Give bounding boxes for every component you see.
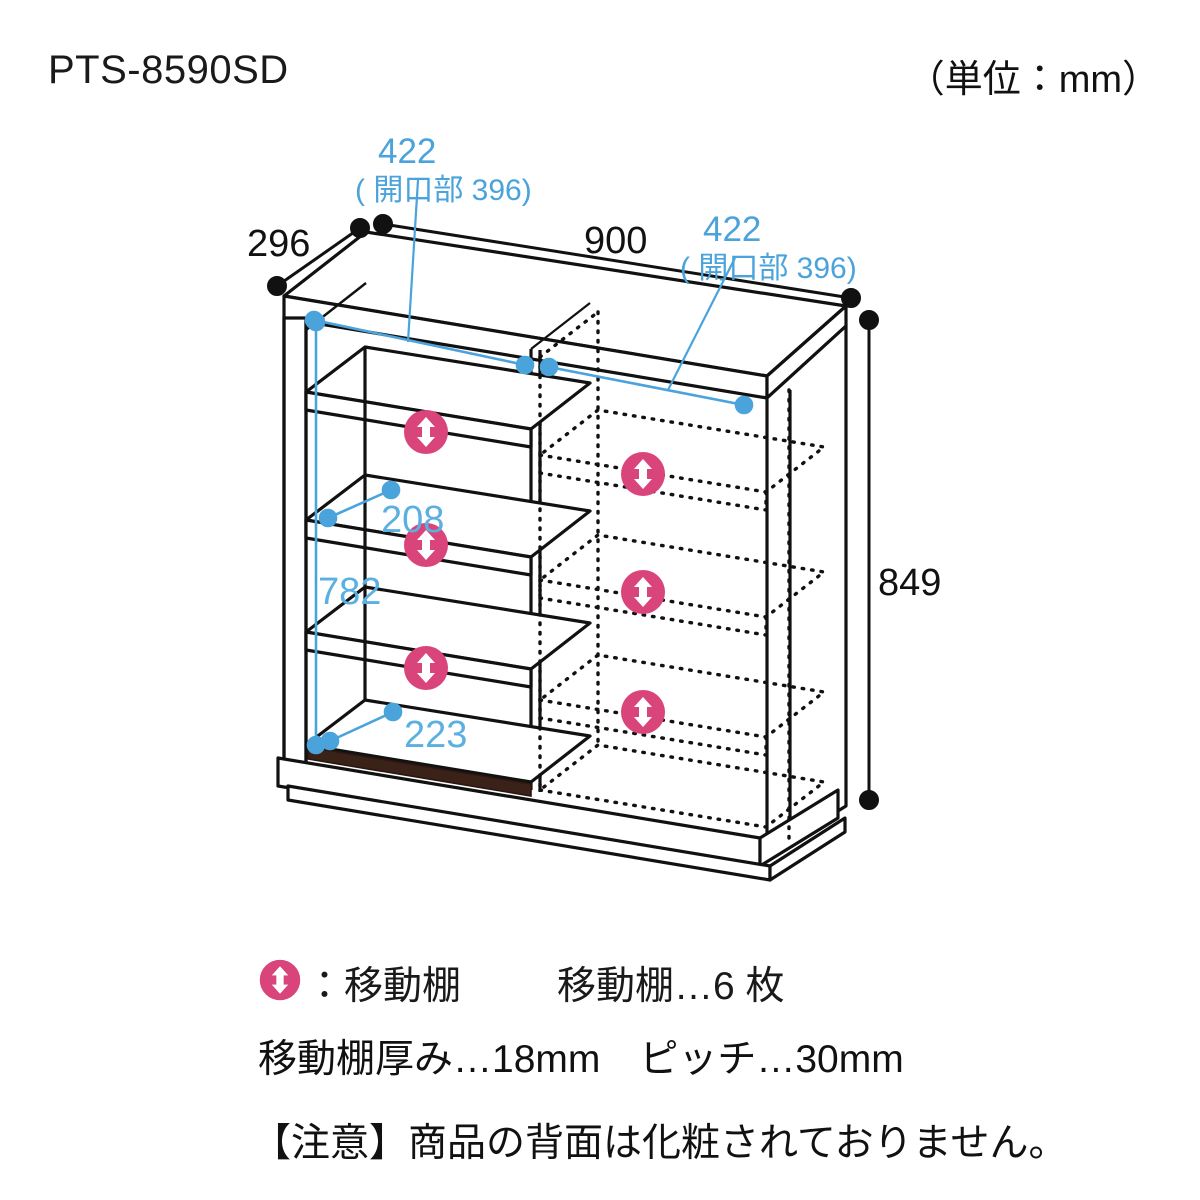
cabinet-body (276, 230, 848, 882)
sliding-door-rail (307, 746, 532, 797)
dim-right-opening: 422 (703, 210, 761, 249)
dim-depth: 296 (247, 223, 310, 265)
adjustable-shelf-icon (621, 690, 665, 734)
legend-caution: 【注意】商品の背面は化粧されておりません。 (252, 1122, 1068, 1165)
legend-thickness-pitch: 移動棚厚み…18mm ピッチ…30mm (258, 1038, 904, 1081)
dim-inner-height: 782 (318, 571, 381, 613)
legend-shelf-count: 移動棚…6 枚 (557, 965, 785, 1008)
blue-dimension-lines (304, 179, 754, 755)
right-compartment-hidden-shelves (535, 310, 829, 847)
dim-height: 849 (878, 562, 941, 604)
dim-width: 900 (584, 220, 647, 262)
page-title: PTS-8590SD (48, 48, 289, 92)
dim-shelf-gap-upper: 208 (381, 499, 444, 541)
legend-icon-meaning: ：移動棚 (305, 965, 462, 1008)
adjustable-shelf-markers (404, 410, 665, 734)
dim-left-opening: 422 (378, 132, 436, 171)
dim-shelf-gap-lower: 223 (404, 714, 467, 756)
black-dimension-lines (267, 214, 879, 810)
adjustable-shelf-icon (404, 410, 448, 454)
dim-left-opening-sub: ( 開口部 396) (355, 174, 532, 207)
adjustable-shelf-icon (621, 452, 665, 496)
dim-right-opening-sub: ( 開口部 396) (680, 252, 857, 285)
unit-note: （単位：mm） (906, 59, 1160, 101)
adjustable-shelf-icon (404, 646, 448, 690)
adjustable-shelf-icon (259, 959, 301, 1001)
adjustable-shelf-icon (621, 570, 665, 614)
